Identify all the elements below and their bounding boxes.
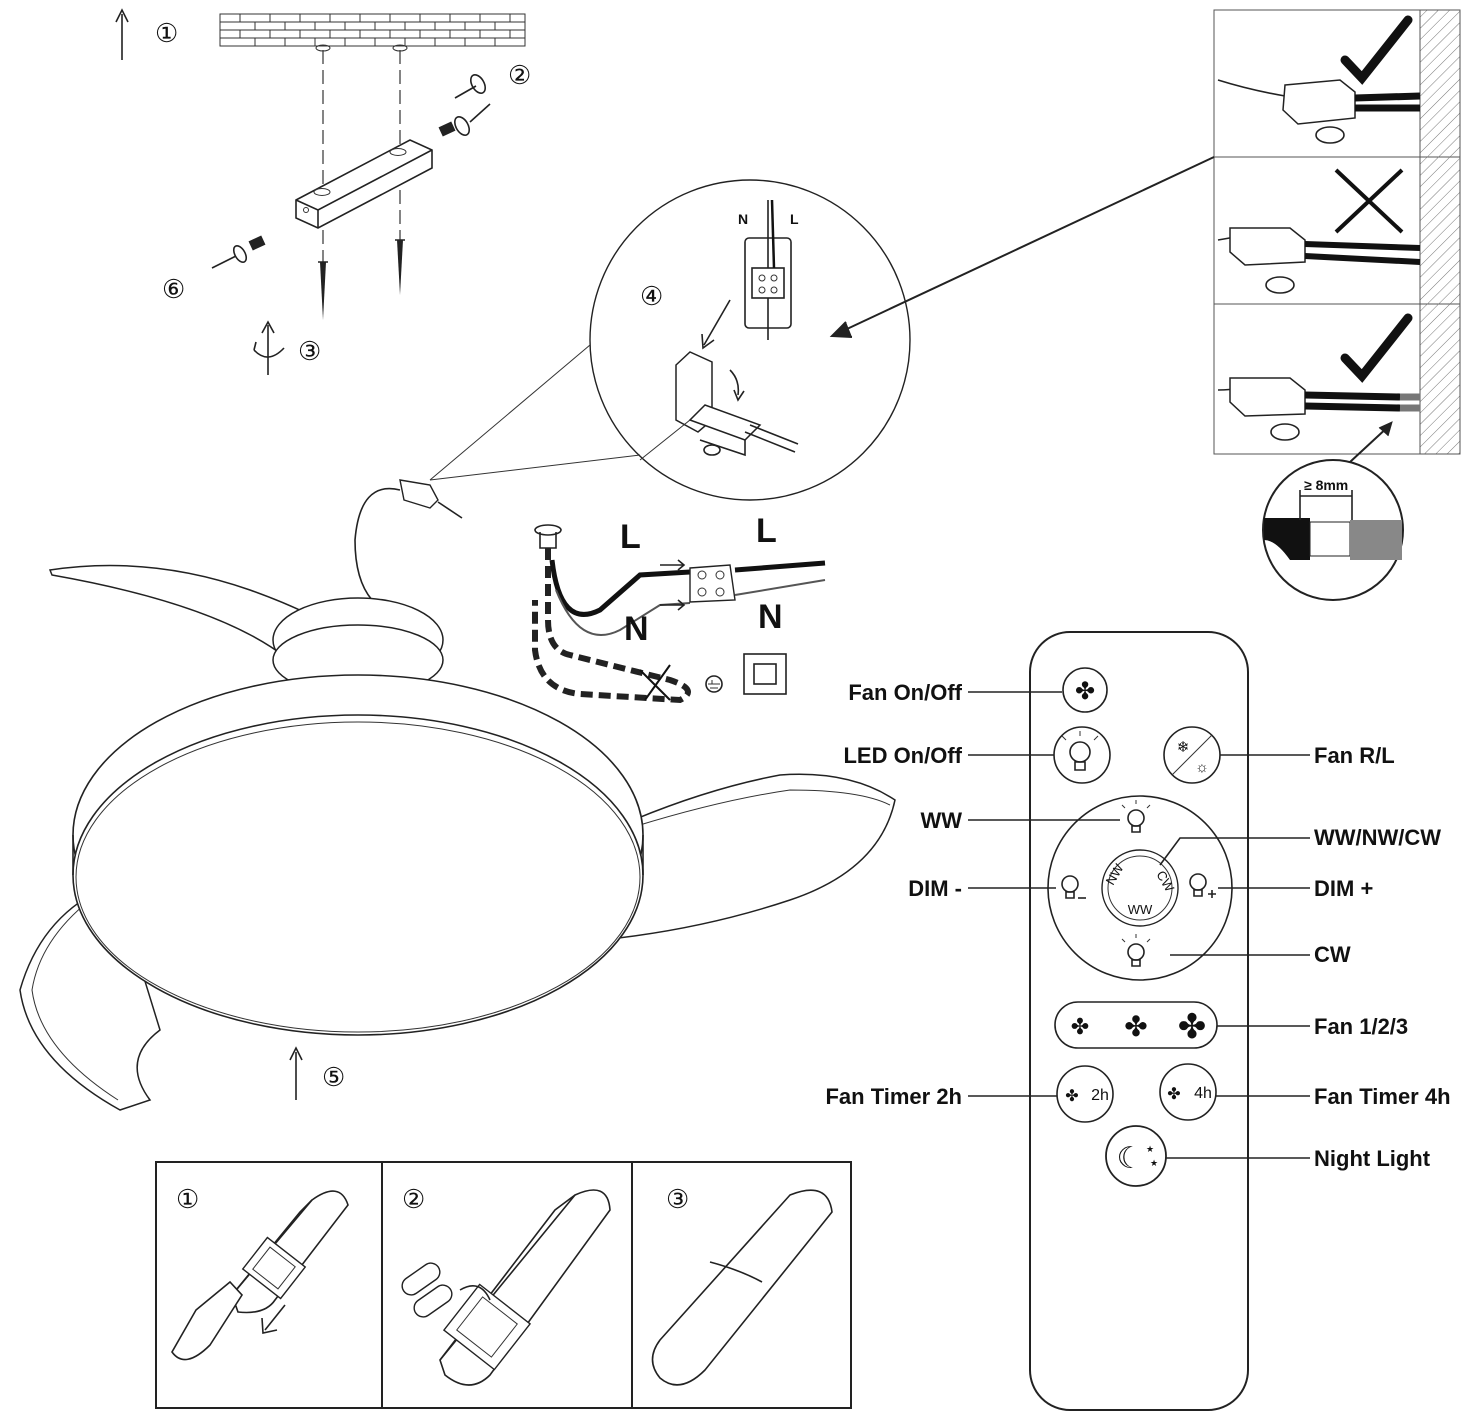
- warm-white-button[interactable]: [1121, 800, 1151, 833]
- timer-2h-value: 2h: [1091, 1087, 1109, 1104]
- ring-ww-label: WW: [1128, 902, 1153, 917]
- led-power-button[interactable]: [1053, 726, 1111, 784]
- fan-direction-button[interactable]: ❄ ☼: [1163, 726, 1221, 784]
- class-ii-icon: [743, 653, 787, 695]
- step-3-label: ③: [298, 337, 321, 367]
- wire-connection-section: L N L N: [532, 512, 826, 704]
- timer-2h-button[interactable]: ✤ 2h: [1056, 1065, 1114, 1123]
- fan-123-label: Fan 1/2/3: [1314, 1014, 1408, 1039]
- battery-step-3: ③: [666, 1185, 689, 1215]
- step-5-label: ⑤: [322, 1063, 345, 1093]
- brick-ceiling: [219, 13, 526, 47]
- star-icon: ★: [1150, 1158, 1158, 1168]
- battery-step-1: ①: [176, 1185, 199, 1215]
- fan-speed-1-button[interactable]: ✤: [1071, 1014, 1089, 1039]
- battery-step-2: ②: [402, 1185, 425, 1215]
- screw-icon: [318, 239, 405, 320]
- dim-minus-label: DIM -: [908, 876, 962, 901]
- neutral-wire-label: N: [758, 598, 783, 636]
- fan-power-button[interactable]: ✤: [1062, 667, 1108, 713]
- battery-icon: [413, 1284, 453, 1318]
- bolt-washer-icon: [211, 235, 266, 269]
- dim-down-button[interactable]: [1061, 875, 1086, 899]
- fan-icon: ✤: [1167, 1086, 1180, 1103]
- neutral-label: N: [738, 211, 748, 227]
- timer-2h-label: Fan Timer 2h: [825, 1084, 962, 1109]
- moon-icon: ☾: [1117, 1142, 1144, 1175]
- check-icon: [1340, 15, 1413, 85]
- timer-4h-value: 4h: [1194, 1085, 1212, 1102]
- live-label: L: [790, 211, 799, 227]
- fan-on-off-label: Fan On/Off: [848, 680, 962, 705]
- timer-4h-label: Fan Timer 4h: [1314, 1084, 1451, 1109]
- sun-icon: ☼: [1195, 759, 1209, 776]
- step-4-label: ④: [640, 282, 663, 312]
- mounting-bracket: [295, 139, 433, 229]
- step-1-label: ①: [155, 19, 178, 49]
- wiring-detail-callout: ④ N L: [429, 179, 911, 501]
- live-wire-label: L: [620, 518, 641, 556]
- step-2-label: ②: [508, 61, 531, 91]
- ww-nw-cw-label: WW/NW/CW: [1314, 825, 1441, 850]
- battery-install-panels: ① ② ③: [155, 1161, 852, 1409]
- neutral-wire-label: N: [624, 610, 649, 648]
- battery-panel-3: ③: [651, 1185, 833, 1386]
- strip-length-label: ≥ 8mm: [1304, 477, 1348, 493]
- dim-up-button[interactable]: [1189, 873, 1216, 898]
- rotate-arrow-icon: [253, 320, 285, 375]
- remote-control: ✤ Fan On/Off LED On/Off ❄ ☼ Fan R/L NW C: [825, 631, 1451, 1411]
- live-wire-label: L: [756, 512, 777, 550]
- color-temperature-button[interactable]: NW CW WW: [1101, 849, 1179, 927]
- check-icon: [1340, 313, 1413, 383]
- battery-panel-2: ②: [401, 1185, 611, 1386]
- ww-label: WW: [920, 808, 962, 833]
- earth-icon: [705, 675, 723, 693]
- night-light-label: Night Light: [1314, 1146, 1431, 1171]
- night-light-button[interactable]: ☾ ★ ★: [1105, 1125, 1167, 1187]
- timer-4h-button[interactable]: ✤ 4h: [1159, 1063, 1217, 1121]
- cool-white-button[interactable]: [1121, 934, 1151, 967]
- bolt-washer-icon: [438, 74, 491, 137]
- fan-rl-label: Fan R/L: [1314, 743, 1395, 768]
- fan-icon: ✤: [1075, 678, 1095, 705]
- cross-icon: [1334, 168, 1404, 234]
- fan-speed-2-button[interactable]: ✤: [1124, 1011, 1147, 1042]
- cw-label: CW: [1314, 942, 1351, 967]
- fan-speed-3-button[interactable]: ✤: [1178, 1008, 1207, 1046]
- wire-strip-panel: ≥ 8mm: [829, 9, 1461, 601]
- fan-icon: ✤: [1065, 1088, 1078, 1105]
- battery-icon: [401, 1262, 441, 1296]
- fan-speed-buttons: ✤ ✤ ✤: [1054, 1001, 1218, 1049]
- star-icon: ★: [1146, 1144, 1154, 1154]
- step-6-label: ⑥: [162, 275, 185, 305]
- ceiling-mounting-section: ①: [115, 8, 531, 375]
- battery-panel-1: ①: [171, 1185, 349, 1361]
- led-on-off-label: LED On/Off: [843, 743, 962, 768]
- dim-plus-label: DIM +: [1314, 876, 1373, 901]
- ceiling-fan-illustration: ⑤: [19, 479, 896, 1111]
- snowflake-icon: ❄: [1177, 739, 1190, 756]
